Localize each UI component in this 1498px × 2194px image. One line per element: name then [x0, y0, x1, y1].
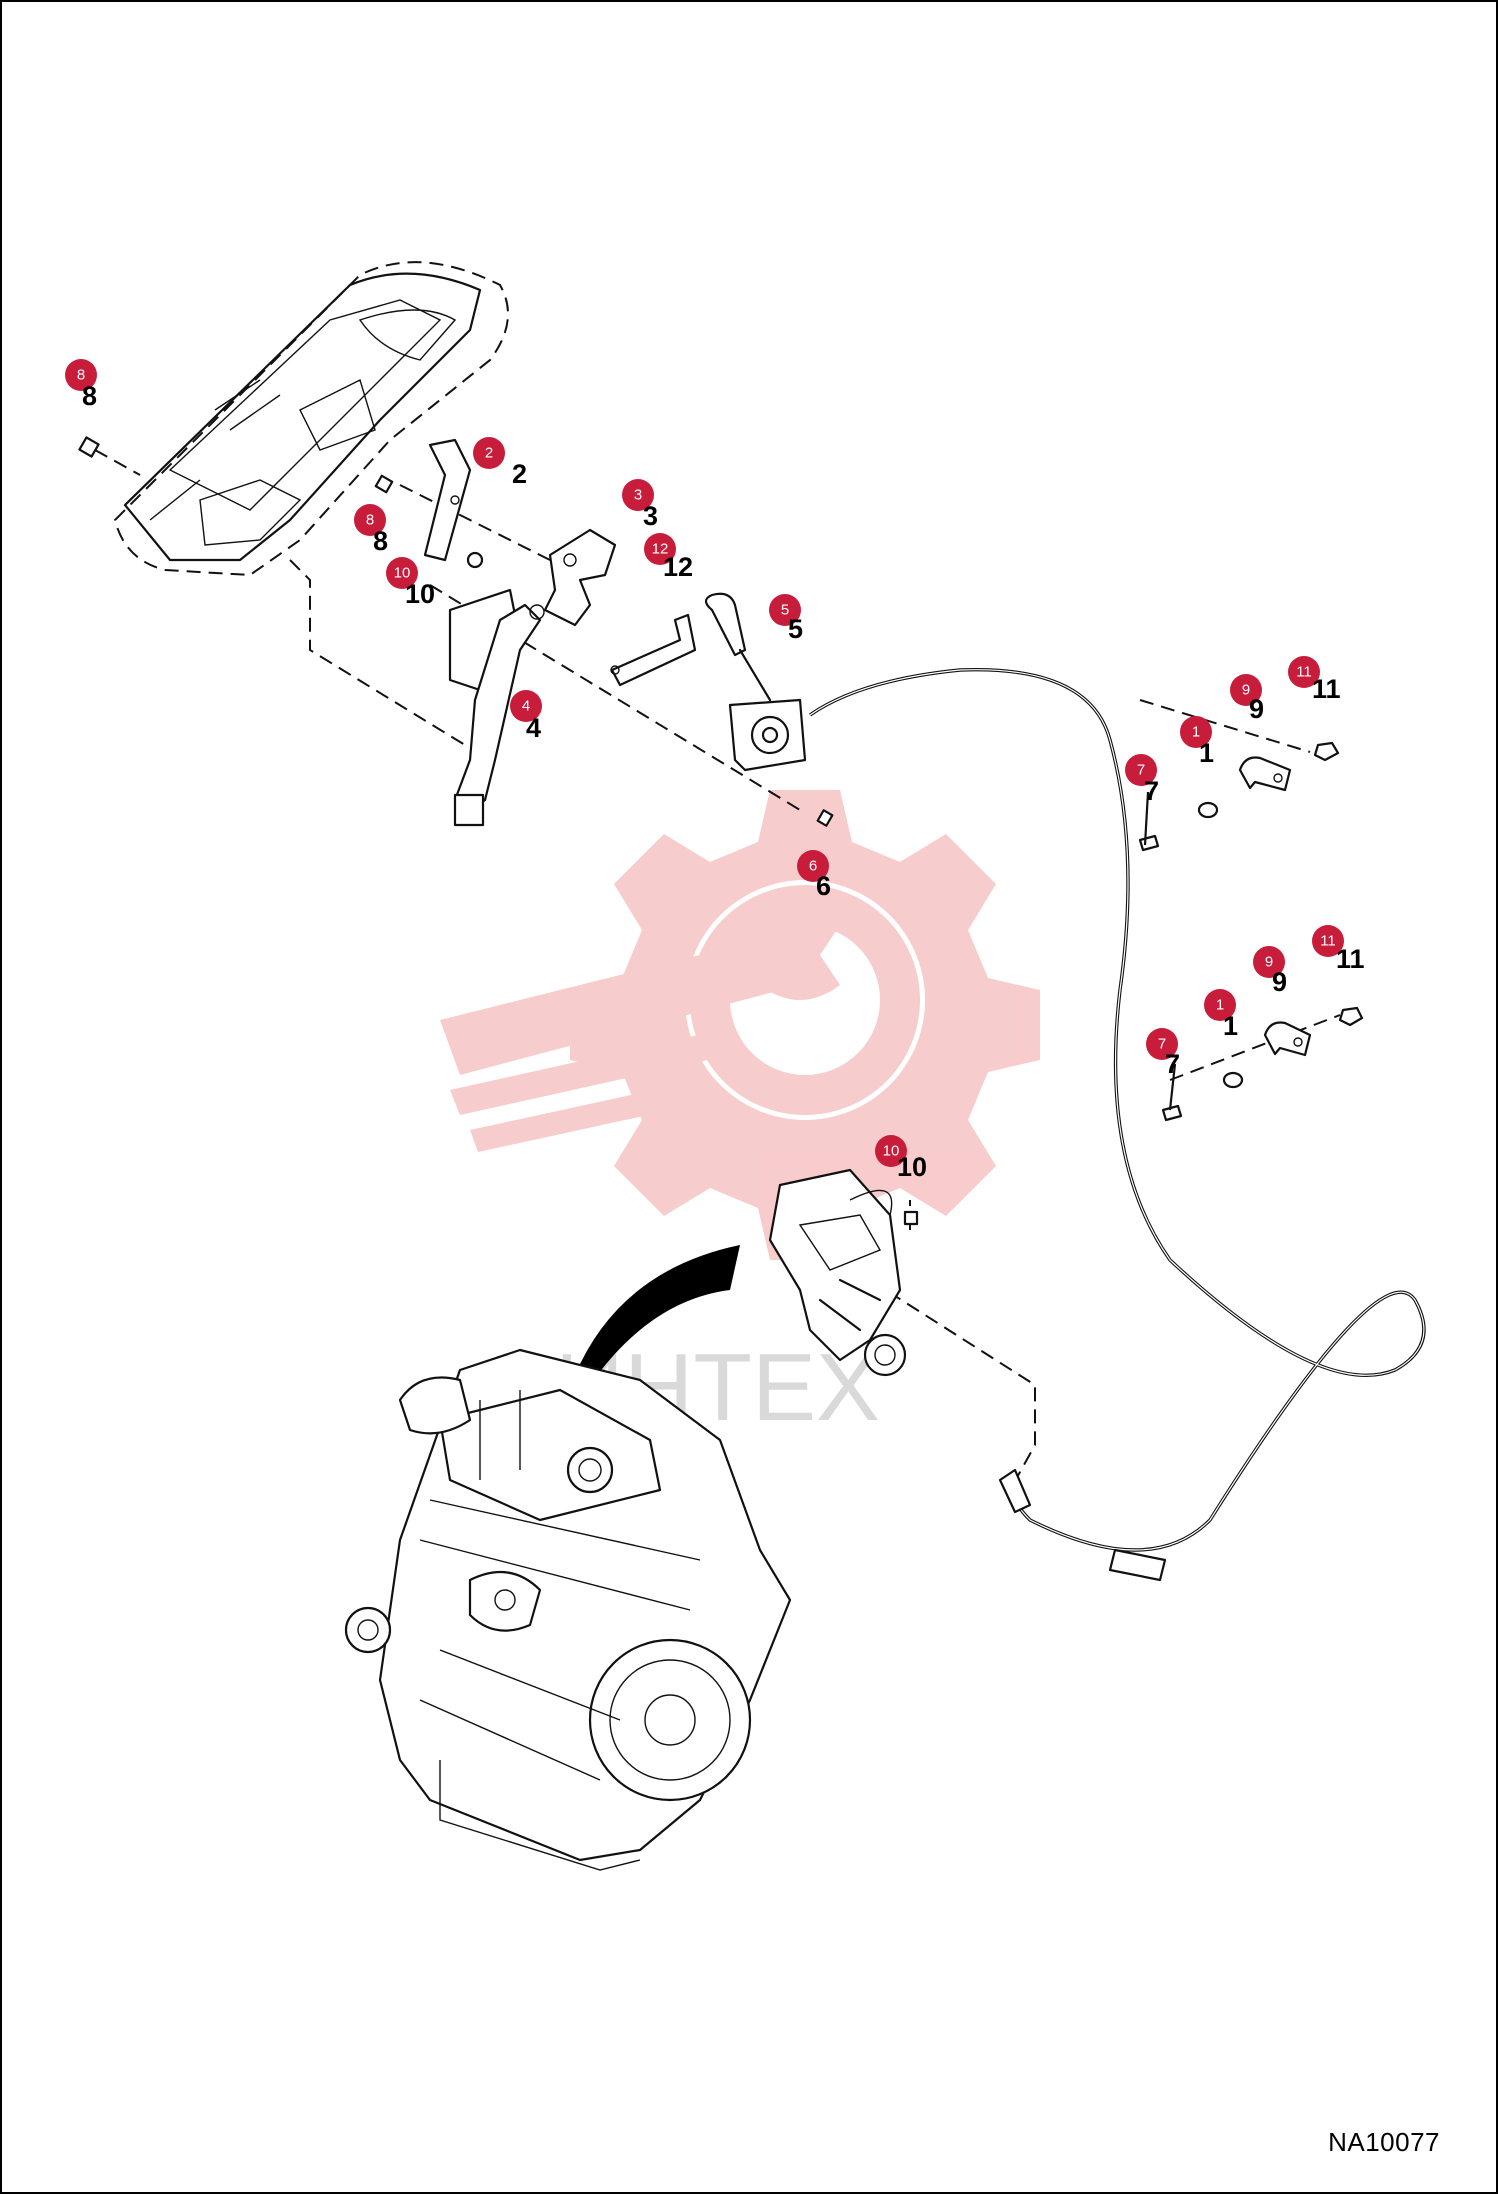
throttle-lever-5 [704, 592, 807, 772]
svg-text:12: 12 [663, 552, 693, 582]
throttle-cable [809, 667, 1426, 1582]
washer-1-upper [1197, 801, 1219, 819]
watermark-speed-lines [450, 1030, 730, 1152]
drawing-id: NA10077 [1328, 2127, 1440, 2157]
nut-11-upper [1313, 741, 1340, 762]
callout-9-upper: 9 9 [1230, 674, 1264, 724]
watermark-gear [570, 790, 1040, 1260]
svg-text:11: 11 [1336, 944, 1365, 974]
washer-10-lower [903, 1210, 919, 1226]
callout-1-upper: 1 1 [1180, 716, 1214, 768]
svg-text:9: 9 [1249, 694, 1264, 724]
bolt-8-upper [78, 436, 100, 458]
dash-cover-panel [113, 261, 509, 577]
pointer-arrow [575, 1245, 740, 1385]
callout-2: 2 2 [473, 437, 527, 489]
link-12 [610, 613, 697, 687]
washer-10 [466, 551, 484, 569]
svg-text:9: 9 [1272, 967, 1287, 997]
svg-text:11: 11 [1312, 674, 1341, 704]
svg-text:10: 10 [405, 579, 435, 609]
callout-11-upper: 11 11 [1288, 656, 1341, 704]
clamp-set-upper [1138, 741, 1340, 852]
svg-text:10: 10 [897, 1152, 927, 1182]
svg-text:8: 8 [373, 526, 388, 556]
callouts: 8 8 2 2 3 3 8 8 10 10 12 12 [65, 359, 1365, 1182]
svg-text:7: 7 [1137, 762, 1145, 779]
svg-text:11: 11 [1296, 664, 1312, 681]
callout-11-lower: 11 11 [1312, 925, 1365, 974]
bracket-2 [423, 438, 472, 562]
svg-text:11: 11 [1320, 933, 1336, 950]
svg-text:12: 12 [652, 541, 669, 558]
callout-8-upper: 8 8 [65, 359, 97, 411]
svg-text:6: 6 [816, 871, 831, 901]
svg-text:2: 2 [485, 445, 493, 462]
callout-10-upper: 10 10 [386, 557, 435, 609]
callout-7-lower: 7 7 [1146, 1028, 1180, 1079]
clamp-9-lower [1263, 1021, 1312, 1057]
svg-text:1: 1 [1223, 1011, 1238, 1041]
callout-8-lower: 8 8 [354, 504, 388, 556]
nut-11-lower [1338, 1006, 1364, 1027]
bolt-8-lower [374, 474, 394, 494]
svg-text:7: 7 [1144, 776, 1159, 806]
svg-text:9: 9 [1265, 954, 1273, 971]
bolt-7-lower [1161, 1063, 1183, 1122]
svg-text:4: 4 [522, 698, 530, 715]
bracket-3 [543, 528, 617, 627]
callout-12: 12 12 [644, 533, 693, 582]
callout-4: 4 4 [510, 690, 542, 743]
svg-text:5: 5 [788, 614, 803, 644]
svg-text:7: 7 [1158, 1036, 1166, 1053]
bolt-7-upper [1138, 791, 1160, 852]
svg-text:4: 4 [526, 713, 541, 743]
callout-7-upper: 7 7 [1125, 754, 1159, 806]
engine-block [344, 1348, 792, 1871]
svg-text:9: 9 [1242, 682, 1250, 699]
watermark-wrench [440, 910, 840, 1075]
svg-text:1: 1 [1216, 997, 1224, 1014]
svg-text:1: 1 [1192, 724, 1200, 741]
svg-text:5: 5 [781, 602, 789, 619]
svg-text:6: 6 [809, 858, 817, 875]
callout-3: 3 3 [622, 479, 658, 531]
bracket-4 [448, 588, 545, 827]
callout-9-lower: 9 9 [1253, 946, 1287, 997]
callout-10-lower: 10 10 [875, 1135, 927, 1182]
callout-6: 6 6 [797, 850, 831, 901]
svg-text:8: 8 [82, 381, 97, 411]
svg-text:8: 8 [77, 367, 85, 384]
callout-5: 5 5 [769, 594, 803, 644]
svg-text:8: 8 [366, 512, 374, 529]
svg-text:7: 7 [1165, 1049, 1180, 1079]
screw-6 [816, 809, 834, 827]
watermark-logo [440, 790, 1040, 1260]
callout-1-lower: 1 1 [1204, 989, 1238, 1041]
svg-text:2: 2 [512, 459, 527, 489]
governor-bracket [768, 1168, 919, 1377]
washer-1-lower [1222, 1071, 1244, 1089]
clamp-9-upper [1238, 756, 1292, 792]
svg-text:10: 10 [883, 1143, 900, 1160]
clamp-set-lower [1161, 1006, 1364, 1122]
svg-text:3: 3 [643, 501, 658, 531]
svg-text:1: 1 [1199, 738, 1214, 768]
svg-text:3: 3 [634, 487, 642, 504]
svg-text:10: 10 [394, 565, 411, 582]
